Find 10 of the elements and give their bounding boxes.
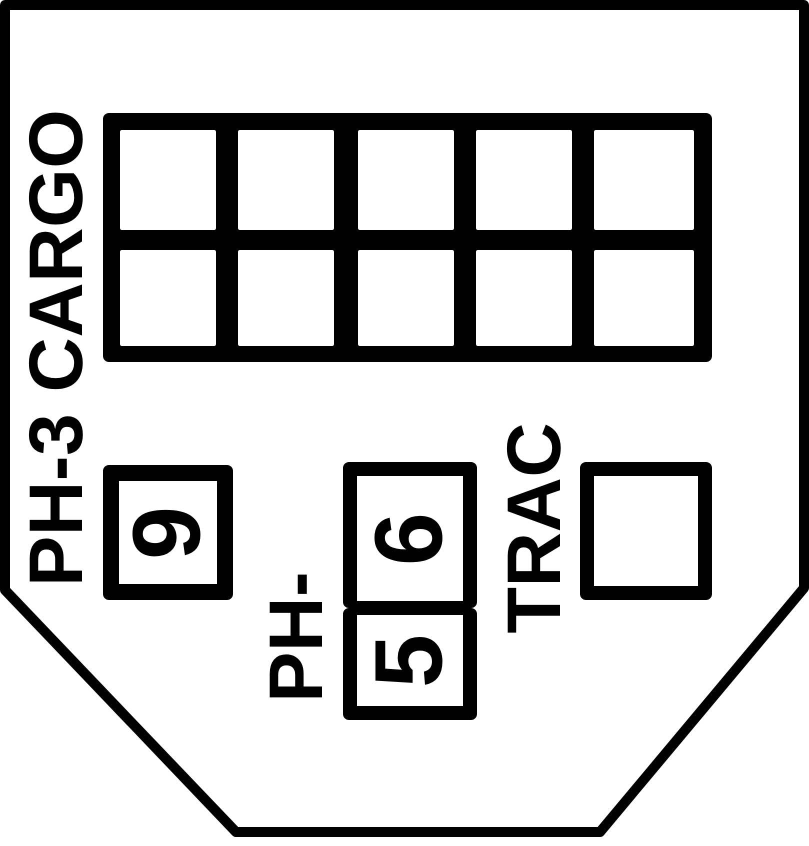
fuse-label: PH- xyxy=(259,572,335,702)
fuse-slot xyxy=(343,608,477,720)
fuse-slot xyxy=(343,462,477,608)
fuse-slot xyxy=(103,465,233,600)
fuse-label: TRAC xyxy=(497,422,573,634)
fuse-number: 9 xyxy=(120,506,216,560)
fuse-number: 5 xyxy=(362,634,458,688)
fuse-slot xyxy=(580,462,712,600)
fuse-number: 6 xyxy=(362,512,458,566)
panel-label: PH-3 CARGO xyxy=(19,109,95,587)
